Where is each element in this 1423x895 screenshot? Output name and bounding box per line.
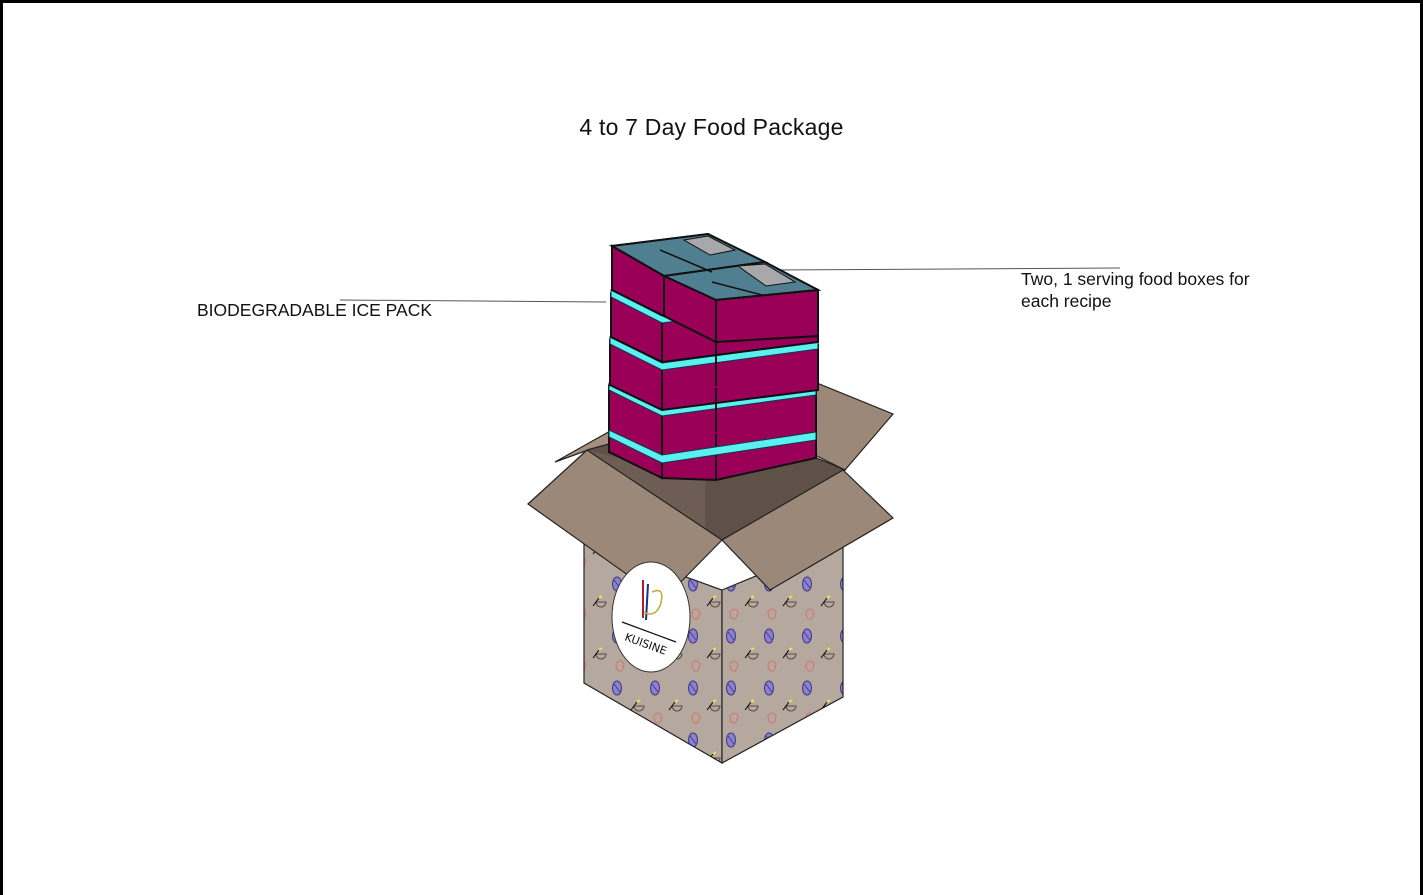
food-boxes-label: Two, 1 serving food boxes for each recip… — [1021, 269, 1250, 311]
page-title: 4 to 7 Day Food Package — [579, 114, 844, 140]
food-boxes-leader-line — [771, 267, 1121, 271]
ice-pack-label: BIODEGRADABLE ICE PACK — [197, 300, 433, 320]
kuisine-logo: KUISINE — [611, 561, 691, 673]
ice-pack-leader-line — [339, 299, 607, 303]
food-box-stack — [608, 232, 822, 482]
